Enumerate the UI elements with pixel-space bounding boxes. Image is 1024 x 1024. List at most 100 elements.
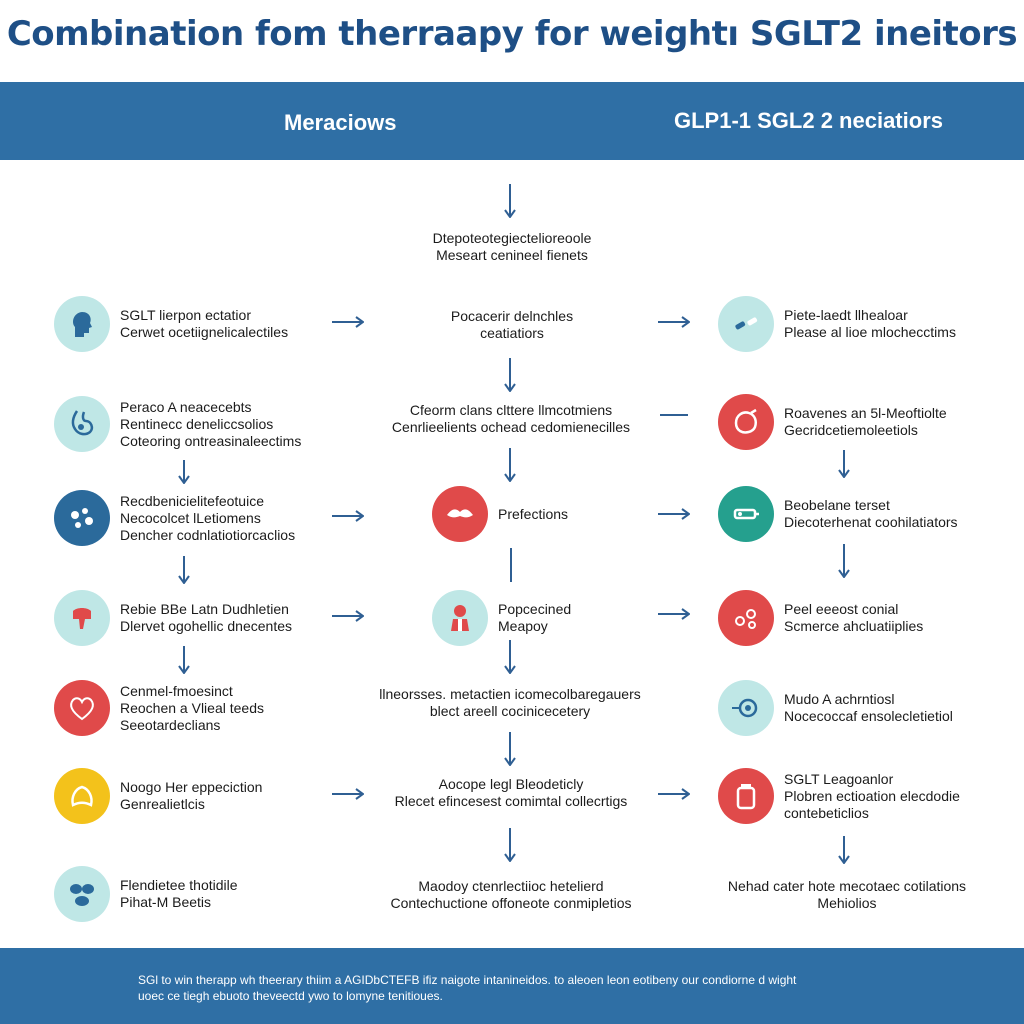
- right-node-7-line-1: Nehad cater hote mecotaec cotilations: [727, 878, 967, 894]
- header-band: Meraciows GLP1-1 SGL2 2 neciatiors: [0, 82, 1024, 160]
- right-node-5-line-1: Mudo A achrntiosl: [784, 691, 895, 707]
- person-icon: [432, 590, 488, 646]
- center-node-3-line-1: Cfeorm clans clttere llmcotmiens: [409, 402, 613, 418]
- right-node-1-line-1: Piete-laedt llhealoar: [784, 307, 908, 323]
- footer-note: SGl to win therapp wh theerary thiim a A…: [138, 972, 898, 1004]
- heart-icon: [54, 680, 110, 736]
- left-node-2: Peraco A neacecebts Rentinecc deneliccso…: [54, 396, 301, 452]
- left-node-3-line-2: Necocolcet lLetiomens: [120, 509, 261, 526]
- right-node-4-text: Peel eeeost conial Scmerce ahcluatiiplie…: [784, 601, 923, 635]
- right-node-2-line-1: Roavenes an 5l-Meoftiolte: [784, 405, 947, 421]
- arrow-down-icon: [504, 184, 516, 218]
- arrow-right-icon: [332, 610, 364, 622]
- arrow-right-icon: [658, 316, 690, 328]
- arrow-down-icon: [178, 460, 190, 484]
- left-node-5-line-3: Seeotardeclians: [120, 716, 221, 733]
- left-node-2-line-1: Peraco A neacecebts: [120, 398, 252, 415]
- arrow-right-icon: [658, 508, 690, 520]
- right-node-5: Mudo A achrntiosl Nocecoccaf ensolecleti…: [718, 680, 953, 736]
- center-node-3: Cfeorm clans clttere llmcotmiens Cenrlie…: [366, 402, 656, 436]
- right-node-7-line-2: Mehiolios: [817, 895, 877, 911]
- arrow-down-icon: [838, 544, 850, 578]
- head-profile-icon: [54, 296, 110, 352]
- right-node-6-line-1: SGLT Leagoanlor: [784, 770, 894, 787]
- right-node-7: Nehad cater hote mecotaec cotilations Me…: [706, 878, 988, 912]
- footer-band: SGl to win therapp wh theerary thiim a A…: [0, 948, 1024, 1024]
- stomach-icon: [54, 396, 110, 452]
- arrow-down-icon: [838, 450, 850, 478]
- page-title: Combination fom therraapy for weightı SG…: [6, 14, 1018, 54]
- arrow-right-icon: [658, 788, 690, 800]
- center-node-7-line-2: Rlecet efincesest comimtal collecrtigs: [394, 793, 628, 809]
- syringe-icon: [718, 486, 774, 542]
- left-node-7-line-2: Pihat-M Beetis: [120, 894, 212, 910]
- right-node-5-text: Mudo A achrntiosl Nocecoccaf ensolecleti…: [784, 691, 953, 725]
- left-node-3-line-1: Recdbenicielitefeotuice: [120, 492, 264, 509]
- right-node-1-text: Piete-laedt llhealoar Please al lioe mlo…: [784, 307, 956, 341]
- liver-icon: [54, 590, 110, 646]
- arrow-down-icon: [504, 732, 516, 766]
- connector-line: [510, 548, 512, 582]
- arrow-right-icon: [332, 788, 364, 800]
- arrow-right-icon: [658, 608, 690, 620]
- arrow-right-icon: [332, 316, 364, 328]
- center-node-8-line-1: Maodoy ctenrlectiioc hetelierd: [418, 878, 604, 894]
- center-node-4-label: Prefections: [498, 505, 569, 522]
- right-node-1: Piete-laedt llhealoar Please al lioe mlo…: [718, 296, 956, 352]
- left-node-7: Flendietee thotidile Pihat-M Beetis: [54, 866, 238, 922]
- left-node-3: Recdbenicielitefeotuice Necocolcet lLeti…: [54, 490, 295, 546]
- arrow-down-icon: [504, 640, 516, 674]
- right-node-5-line-2: Nocecoccaf ensolecletietiol: [784, 708, 953, 724]
- header-left-label: Meraciows: [284, 110, 397, 135]
- center-node-1-line-1: Dtepoteotegiectelioreoole: [432, 230, 592, 246]
- left-node-1-line-1: SGLT lierpon ectatior: [120, 307, 251, 323]
- left-node-6-text: Noogo Her eppeciction Genrealietlcis: [120, 779, 262, 813]
- right-node-2: Roavenes an 5l-Meoftiolte Gecridcetiemol…: [718, 394, 947, 450]
- center-node-1: Dtepoteotegiectelioreoole Meseart cenine…: [404, 230, 620, 264]
- right-node-4-line-1: Peel eeeost conial: [784, 601, 899, 617]
- header-right-label: GLP1-1 SGL2 2 neciatiors: [674, 108, 943, 133]
- footer-line-2: uoec ce tiegh ebuoto theveectd ywo to lo…: [138, 989, 443, 1003]
- eye-icon: [718, 680, 774, 736]
- right-node-4-line-2: Scmerce ahcluatiiplies: [784, 618, 924, 634]
- molecules-icon: [718, 590, 774, 646]
- pancreas-icon: [54, 768, 110, 824]
- center-node-2: Pocacerir delnchles ceatiatiors: [404, 308, 620, 342]
- center-node-2-line-1: Pocacerir delnchles: [450, 308, 574, 324]
- organ-icon: [718, 394, 774, 450]
- left-node-6-line-1: Noogo Her eppeciction: [120, 779, 263, 795]
- arrow-down-icon: [178, 646, 190, 674]
- connector-line: [660, 414, 688, 416]
- right-node-2-line-2: Gecridcetiemoleetiols: [784, 422, 918, 438]
- left-node-2-line-3: Coteoring ontreasinaleectims: [120, 432, 302, 449]
- arrow-down-icon: [504, 828, 516, 862]
- center-node-5: Popcecined Meapoy: [432, 590, 571, 646]
- right-node-6-text: SGLT Leagoanlor Plobren ectioation elecd…: [784, 771, 960, 822]
- lips-icon: [432, 486, 488, 542]
- left-node-4-text: Rebie BBe Latn Dudhletien Dlervet ogohel…: [120, 601, 292, 635]
- center-node-3-line-2: Cenrlieelients ochead cedomienecilles: [391, 419, 631, 435]
- center-node-6-line-2: blect areell cocinicecetery: [429, 703, 591, 719]
- center-node-7-line-1: Aocope legl Bleodeticly: [438, 776, 584, 792]
- right-node-6: SGLT Leagoanlor Plobren ectioation elecd…: [718, 768, 960, 824]
- footer-line-1: SGl to win therapp wh theerary thiim a A…: [138, 973, 797, 987]
- arrow-right-icon: [332, 510, 364, 522]
- left-node-7-line-1: Flendietee thotidile: [120, 877, 238, 893]
- left-node-4: Rebie BBe Latn Dudhletien Dlervet ogohel…: [54, 590, 292, 646]
- left-node-6-line-2: Genrealietlcis: [120, 796, 205, 812]
- arrow-down-icon: [504, 448, 516, 482]
- center-node-5-line-2: Meapoy: [498, 618, 548, 634]
- arrow-down-icon: [178, 556, 190, 584]
- center-node-7: Aocope legl Bleodeticly Rlecet efinceses…: [376, 776, 646, 810]
- center-node-5-text: Popcecined Meapoy: [498, 601, 571, 635]
- center-node-1-line-2: Meseart cenineel fienets: [436, 247, 588, 263]
- center-node-5-line-1: Popcecined: [498, 601, 572, 617]
- right-node-3-line-1: Beobelane terset: [784, 497, 890, 513]
- cells-icon: [54, 490, 110, 546]
- left-node-6: Noogo Her eppeciction Genrealietlcis: [54, 768, 262, 824]
- kidneys-icon: [54, 866, 110, 922]
- left-node-2-line-2: Rentinecc deneliccsolios: [120, 415, 274, 432]
- left-node-3-text: Recdbenicielitefeotuice Necocolcet lLeti…: [120, 493, 295, 544]
- right-node-3-text: Beobelane terset Diecoterhenat coohilati…: [784, 497, 958, 531]
- bottle-icon: [718, 768, 774, 824]
